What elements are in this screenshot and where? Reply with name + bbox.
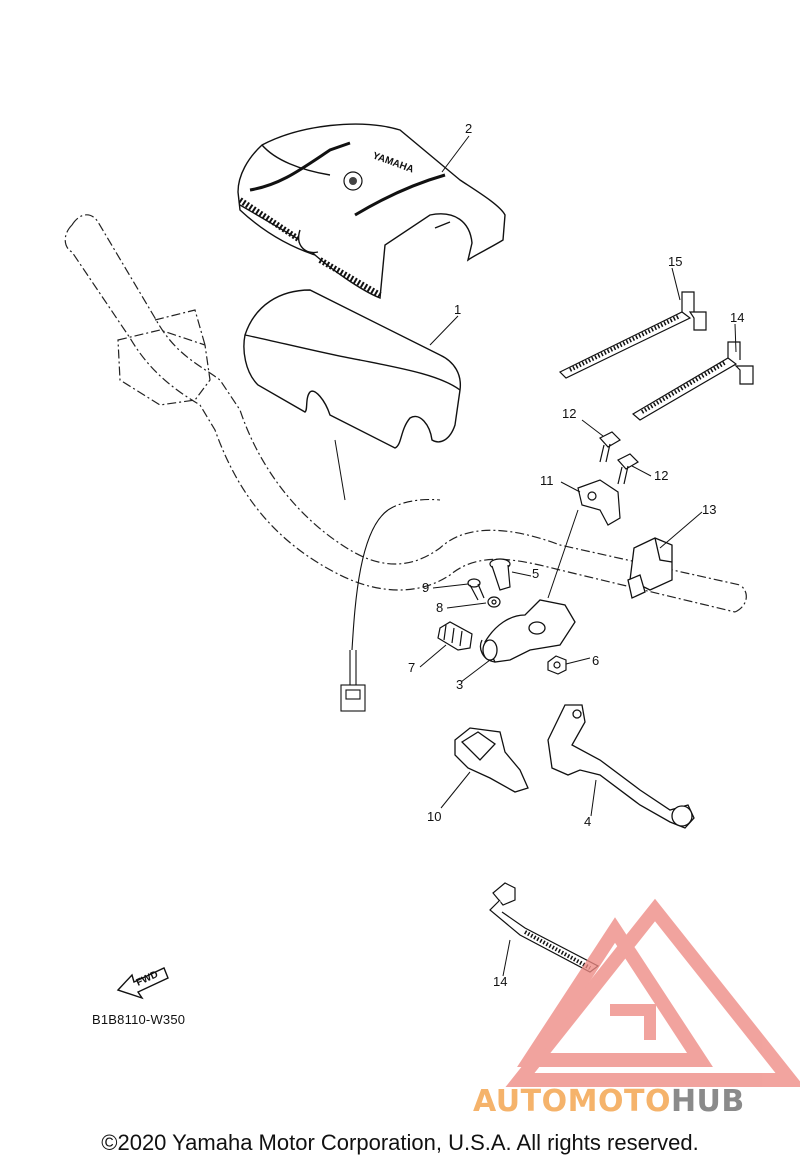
- copyright-notice: ©2020 Yamaha Motor Corporation, U.S.A. A…: [101, 1130, 699, 1155]
- switch-wire: [340, 498, 441, 712]
- callout-6: 6: [592, 653, 599, 668]
- callout-3: 3: [456, 677, 463, 692]
- callout-13: 13: [702, 502, 716, 517]
- screw-12-a: [599, 431, 621, 463]
- pad-cover: [237, 123, 506, 299]
- watermark-part1: AUTOMOTO: [473, 1084, 671, 1119]
- callout-12-a: 12: [562, 406, 576, 421]
- callout-14-lower: 14: [493, 974, 507, 989]
- handlebar-pad: [243, 289, 462, 449]
- callout-11: 11: [540, 473, 554, 488]
- washer-8: [487, 596, 501, 608]
- callout-1: 1: [454, 302, 461, 317]
- callout-7: 7: [408, 660, 415, 675]
- screw-9: [467, 578, 485, 601]
- callout-4: 4: [584, 814, 591, 829]
- lever-holder-3: [479, 599, 576, 663]
- callout-12-b: 12: [654, 468, 668, 483]
- callout-5: 5: [532, 566, 539, 581]
- callout-8: 8: [436, 600, 443, 615]
- switch-clamp-11: [577, 479, 621, 526]
- callout-14-upper: 14: [730, 310, 744, 325]
- watermark-part2: HUB: [670, 1084, 745, 1119]
- lever-cover-10: [454, 727, 529, 793]
- lever-bolt-5: [489, 558, 511, 591]
- throttle-housing-13: [627, 537, 673, 599]
- callout-2: 2: [465, 121, 472, 136]
- handlebar: [64, 214, 747, 613]
- cable-tie-15: [558, 291, 707, 379]
- diagram-code: B1B8110-W350: [92, 1012, 186, 1027]
- nut-6: [547, 655, 567, 675]
- callout-numbers: 2 1 15 14 12 12 11 13 5 9 8 6 7 3 10 4 1…: [408, 121, 744, 989]
- callout-15: 15: [668, 254, 682, 269]
- watermark-text: AUTOMOTOHUB: [473, 1084, 745, 1119]
- clutch-lever-4: [547, 704, 695, 829]
- watermark-logo: [505, 898, 800, 1087]
- fwd-arrow-icon: [116, 967, 169, 1000]
- leader-lines: [334, 135, 737, 977]
- cable-tie-14-upper: [631, 341, 754, 421]
- callout-9: 9: [422, 580, 429, 595]
- callout-10: 10: [427, 809, 441, 824]
- adjuster-7: [437, 621, 473, 651]
- screw-12-b: [617, 453, 639, 485]
